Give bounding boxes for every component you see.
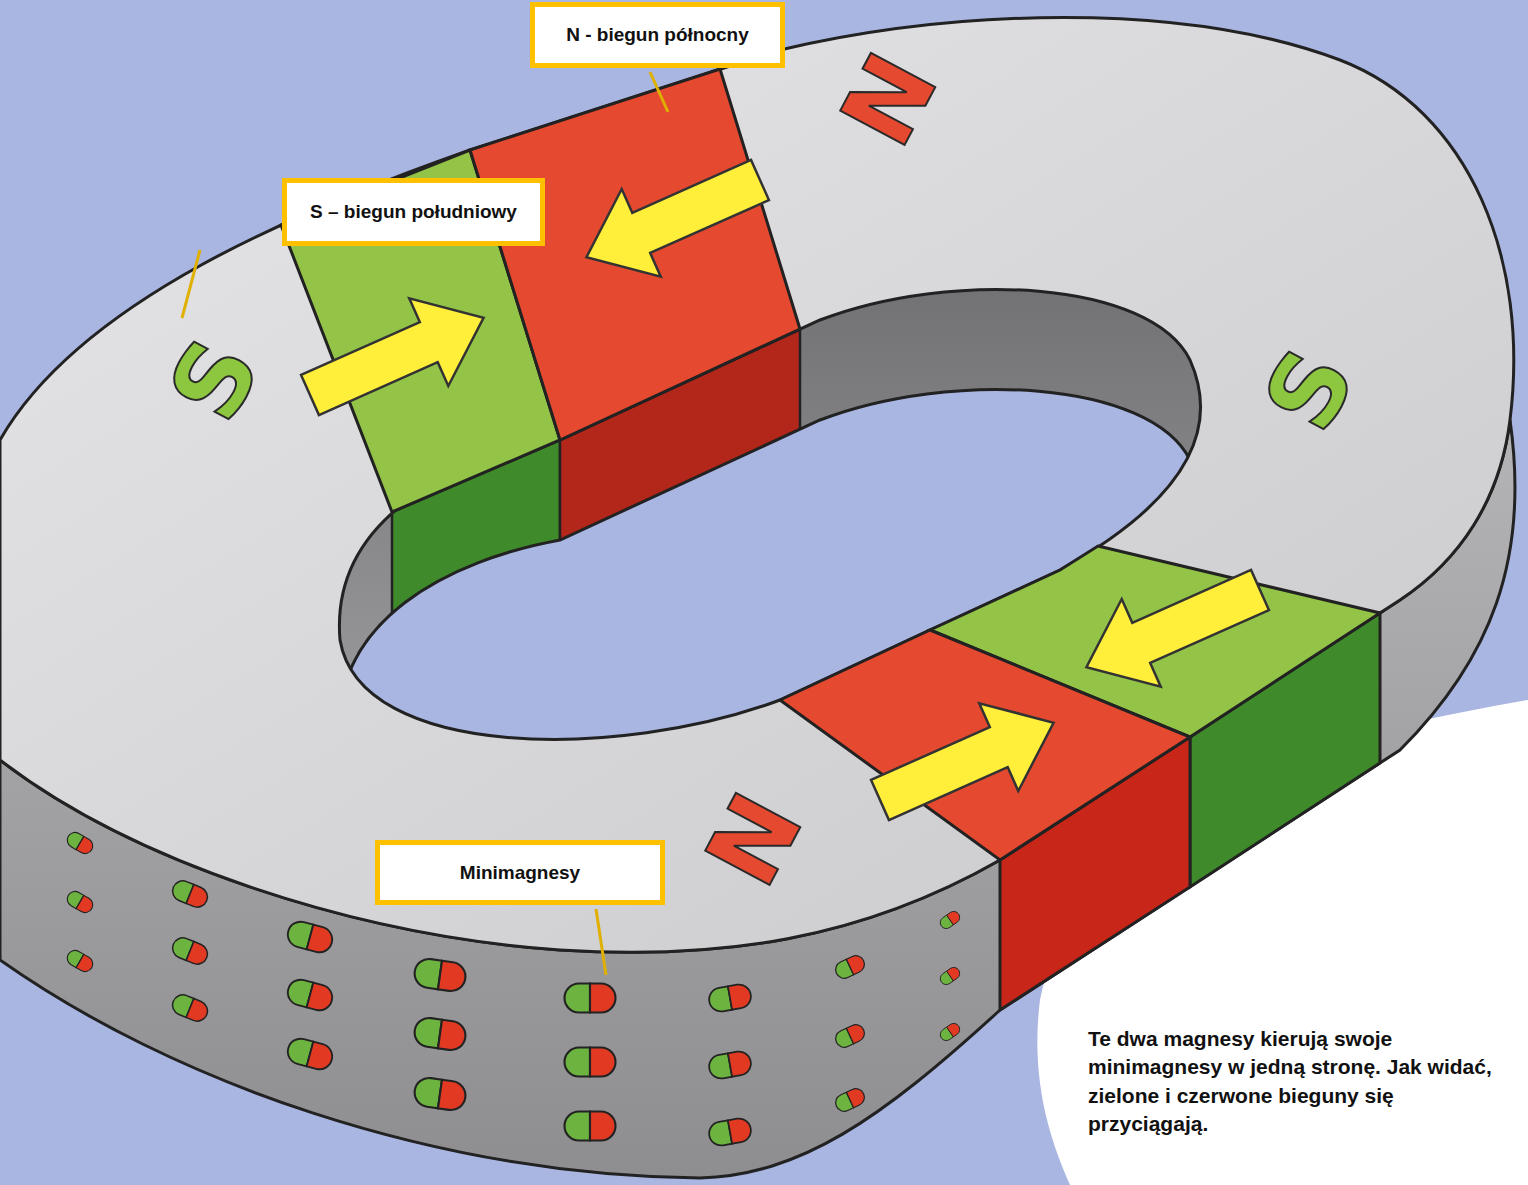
mini-magnet [707,983,752,1014]
mini-magnet [938,909,962,931]
mini-magnet [833,1022,867,1050]
mini-magnet [413,1016,468,1052]
mini-magnet [707,1050,752,1081]
mini-magnet [938,965,962,987]
magnet-block-green [281,150,560,512]
direction-arrow [567,136,780,301]
mini-magnet [833,953,867,981]
callout-label: S – biegun południowy [310,201,517,223]
callout-box: Minimagnesy [375,840,665,905]
mini-magnet [833,1086,867,1114]
mini-magnet [169,992,210,1024]
mini-magnet [64,948,95,975]
arrow-shape [567,136,780,301]
leader-line [182,250,200,318]
mini-magnet [169,935,210,967]
mini-magnet [938,1021,962,1043]
mini-magnet [707,1117,752,1148]
callout-box: S – biegun południowy [282,178,545,246]
arrow-shape [290,274,503,439]
mini-magnet [565,1048,616,1077]
direction-arrow [1067,546,1280,711]
mini-magnet [565,1112,616,1141]
arrow-shape [1067,546,1280,711]
mini-magnets [64,830,962,1148]
magnet-block-red [470,69,800,440]
mini-magnet [413,1076,468,1112]
callout-label: Minimagnesy [460,862,580,884]
mini-magnet [413,957,468,993]
direction-arrow [290,274,503,439]
leader-line [596,909,606,975]
callout-label: N - biegun północny [566,24,749,46]
mini-magnet [169,878,210,910]
mini-magnet [64,830,95,857]
mini-magnet [64,889,95,916]
mini-magnet [285,977,335,1013]
mini-magnet [285,919,335,955]
direction-arrow [860,679,1073,844]
ring-top-face [0,18,1514,953]
leader-line [650,72,668,112]
arrow-shape [860,679,1073,844]
caption-text: Te dwa magnesy kierują swoje minimagnesy… [1088,1025,1508,1138]
mini-magnet [565,984,616,1013]
callout-box: N - biegun północny [530,2,785,68]
mini-magnet [285,1036,335,1072]
